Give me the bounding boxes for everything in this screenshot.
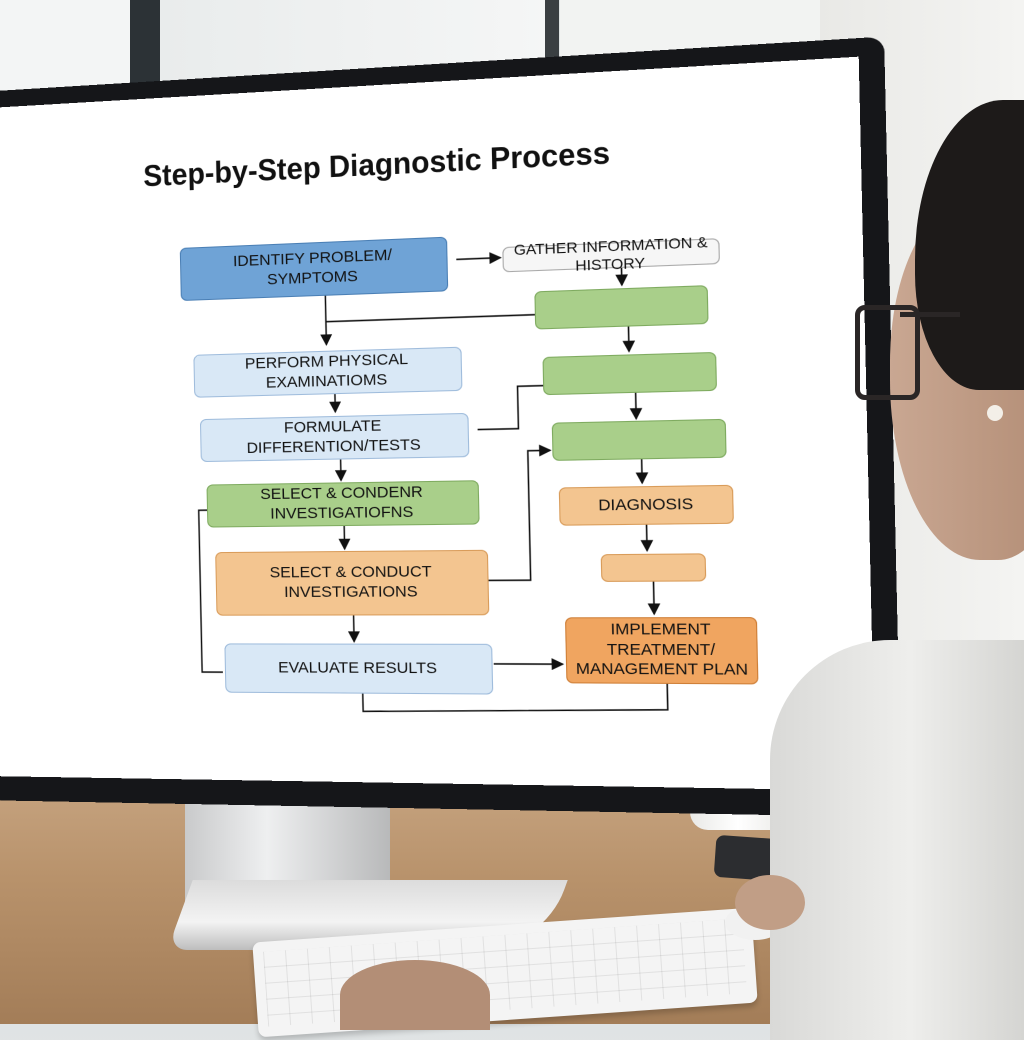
hand-on-keyboard: [340, 960, 490, 1030]
node-green-step-2: [542, 352, 717, 395]
node-green-step-3: [552, 419, 727, 461]
arrow: [646, 524, 647, 551]
arrow: [628, 326, 629, 352]
glasses-arm: [900, 312, 960, 317]
arrow: [354, 615, 355, 641]
node-formulate-differential: FORMULATE DIFFERENTION/TESTS: [200, 413, 470, 462]
arrow: [636, 392, 637, 419]
arrow: [486, 450, 553, 580]
node-implement-treatment: IMPLEMENT TREATMENT/ MANAGEMENT PLAN: [565, 617, 759, 684]
node-physical-exam: PERFORM PHYSICAL EXAMINATIOMS: [193, 347, 462, 398]
arrow: [456, 258, 500, 260]
earring: [987, 405, 1003, 421]
node-orange-step: [601, 553, 707, 582]
arrow: [341, 456, 342, 480]
person-body: [770, 640, 1024, 1040]
node-green-step-1: [534, 285, 708, 329]
node-gather-information: GATHER INFORMATION & HISTORY: [502, 238, 720, 272]
arrow: [477, 385, 550, 429]
node-identify-problem: IDENTIFY PROBLEM/ SYMPTOMS: [180, 237, 449, 301]
hand-on-mouse: [735, 875, 805, 930]
arrow: [344, 524, 345, 549]
arrow: [642, 458, 643, 483]
node-select-conduct: SELECT & CONDUCT INVESTIGATIONS: [215, 550, 489, 616]
arrow: [326, 315, 538, 322]
node-diagnosis: DIAGNOSIS: [559, 485, 734, 526]
monitor-screen: Step-by-Step Diagnostic Process: [0, 57, 875, 791]
node-evaluate-results: EVALUATE RESULTS: [224, 643, 493, 694]
glasses: [855, 305, 920, 400]
arrow: [653, 582, 654, 614]
arrow: [325, 296, 326, 345]
node-select-condenr: SELECT & CONDENR INVESTIGATIOFNS: [206, 480, 479, 527]
